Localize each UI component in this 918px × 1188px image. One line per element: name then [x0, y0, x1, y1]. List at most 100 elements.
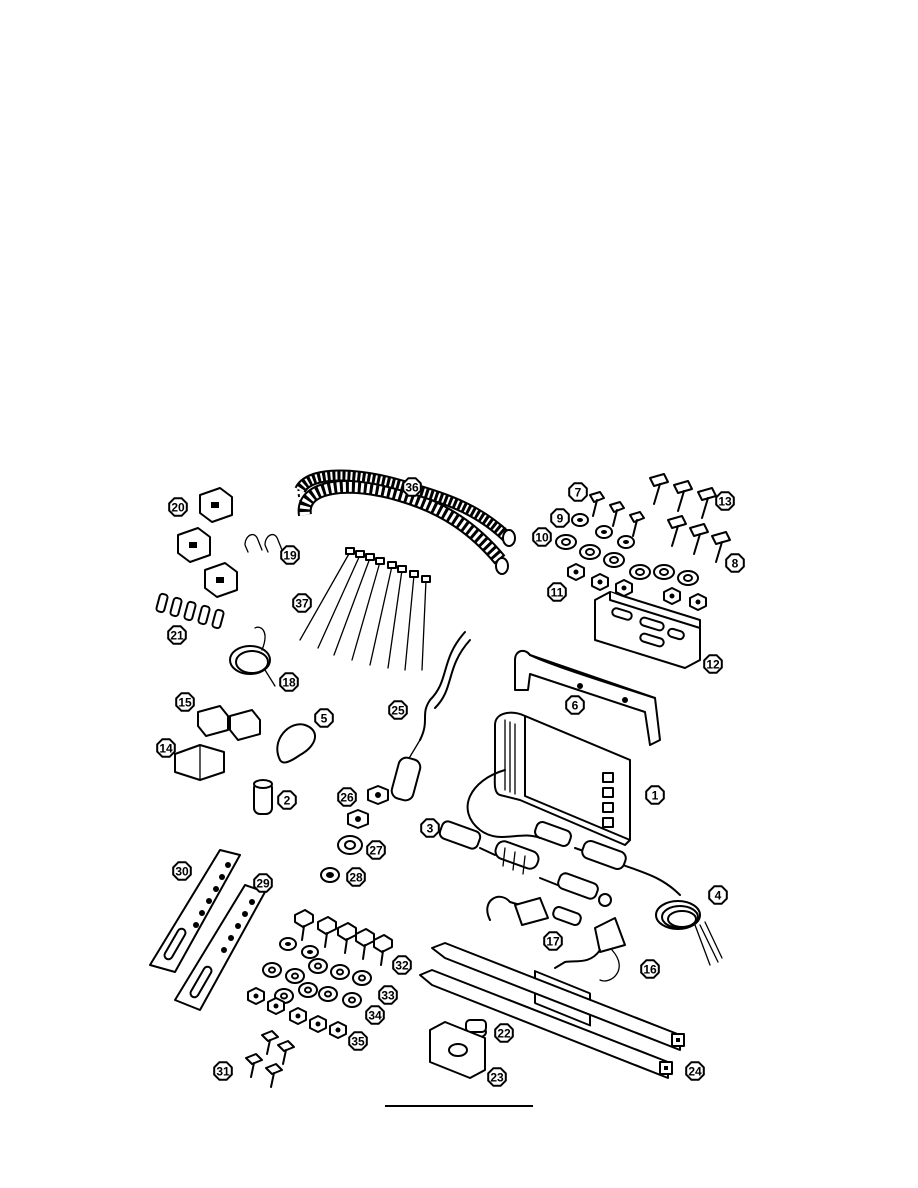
callout-number: 37 [295, 597, 309, 611]
callout-21: 21 [167, 625, 187, 645]
callout-5: 5 [314, 708, 334, 728]
callout-6: 6 [565, 695, 585, 715]
part-4-cable-coil [574, 839, 723, 966]
callout-25: 25 [388, 700, 408, 720]
part-26-nut [367, 785, 389, 805]
callout-number: 16 [643, 963, 657, 977]
callout-number: 3 [427, 822, 434, 836]
callout-octagon [365, 1005, 385, 1025]
footer-rule [385, 1105, 533, 1107]
callout-octagon [645, 785, 665, 805]
callout-number: 5 [321, 712, 328, 726]
callout-octagon [277, 790, 297, 810]
part-9-washers [571, 513, 635, 549]
callout-19: 19 [280, 545, 300, 565]
part-8-screws [667, 515, 731, 563]
callout-number: 10 [535, 531, 549, 545]
callout-number: 9 [557, 512, 564, 526]
callout-number: 27 [369, 844, 383, 858]
callout-23: 23 [487, 1067, 507, 1087]
part-23-mount-base [429, 1021, 486, 1079]
callout-10: 10 [532, 527, 552, 547]
callout-number: 21 [170, 629, 184, 643]
part-20-clips [177, 487, 238, 598]
callout-octagon [550, 508, 570, 528]
callout-octagon [314, 708, 334, 728]
callout-32: 32 [392, 955, 412, 975]
callout-33: 33 [378, 985, 398, 1005]
callout-18: 18 [279, 672, 299, 692]
callout-36: 36 [402, 477, 422, 497]
callout-number: 28 [349, 871, 363, 885]
callout-octagon [378, 985, 398, 1005]
callout-number: 33 [381, 989, 395, 1003]
part-31-screws [245, 1030, 295, 1088]
callout-number: 19 [283, 549, 297, 563]
callout-number: 4 [715, 889, 722, 903]
part-10-washers [555, 534, 699, 586]
part-washer [347, 809, 369, 829]
callout-15: 15 [175, 692, 195, 712]
part-5-strap [276, 723, 316, 764]
callout-9: 9 [550, 508, 570, 528]
callout-octagon [568, 482, 588, 502]
part-14-pads [174, 744, 225, 781]
callout-number: 11 [551, 586, 564, 600]
callout-31: 31 [213, 1061, 233, 1081]
part-3-sensor-cable [438, 769, 612, 907]
callout-number: 12 [706, 658, 720, 672]
callout-28: 28 [346, 867, 366, 887]
part-13-screws [649, 473, 717, 519]
callout-octagon [279, 672, 299, 692]
callout-20: 20 [168, 497, 188, 517]
callout-number: 26 [340, 791, 354, 805]
callout-octagon [167, 625, 187, 645]
part-34-nuts [247, 987, 347, 1039]
callout-number: 25 [391, 704, 405, 718]
callout-octagon [487, 1067, 507, 1087]
callout-octagon [292, 593, 312, 613]
callout-octagon [420, 818, 440, 838]
callout-2: 2 [277, 790, 297, 810]
part-6-cradle [514, 649, 661, 746]
part-33-washers [262, 937, 372, 1008]
callout-4: 4 [708, 885, 728, 905]
part-22-plug [465, 1019, 487, 1039]
callout-octagon [532, 527, 552, 547]
callout-number: 7 [575, 486, 582, 500]
callout-number: 20 [171, 501, 185, 515]
callout-octagon [708, 885, 728, 905]
part-7-screws [589, 491, 645, 537]
part-28-lock-washer [320, 867, 340, 883]
callout-octagon [543, 931, 563, 951]
part-32-bolts [294, 909, 393, 966]
callout-number: 14 [159, 742, 173, 756]
callout-octagon [280, 545, 300, 565]
callout-octagon [703, 654, 723, 674]
callout-35: 35 [348, 1031, 368, 1051]
callout-number: 34 [368, 1009, 382, 1023]
callout-number: 29 [256, 877, 270, 891]
part-18-wire-coil [229, 626, 276, 687]
callout-number: 31 [216, 1065, 230, 1079]
callout-number: 6 [572, 699, 579, 713]
callout-1: 1 [645, 785, 665, 805]
callout-octagon [392, 955, 412, 975]
callout-number: 32 [395, 959, 409, 973]
part-16-fuse-holder [486, 895, 626, 982]
part-25-probe [390, 631, 471, 802]
part-12-bracket [594, 591, 701, 669]
callout-octagon [725, 553, 745, 573]
callout-17: 17 [543, 931, 563, 951]
callout-octagon [156, 738, 176, 758]
part-19-terminals [244, 533, 283, 553]
callout-34: 34 [365, 1005, 385, 1025]
part-17-fuse [552, 905, 582, 927]
callout-octagon [337, 787, 357, 807]
callout-octagon [175, 692, 195, 712]
callout-octagon [685, 1061, 705, 1081]
callout-number: 35 [351, 1035, 365, 1049]
callout-number: 13 [718, 495, 732, 509]
